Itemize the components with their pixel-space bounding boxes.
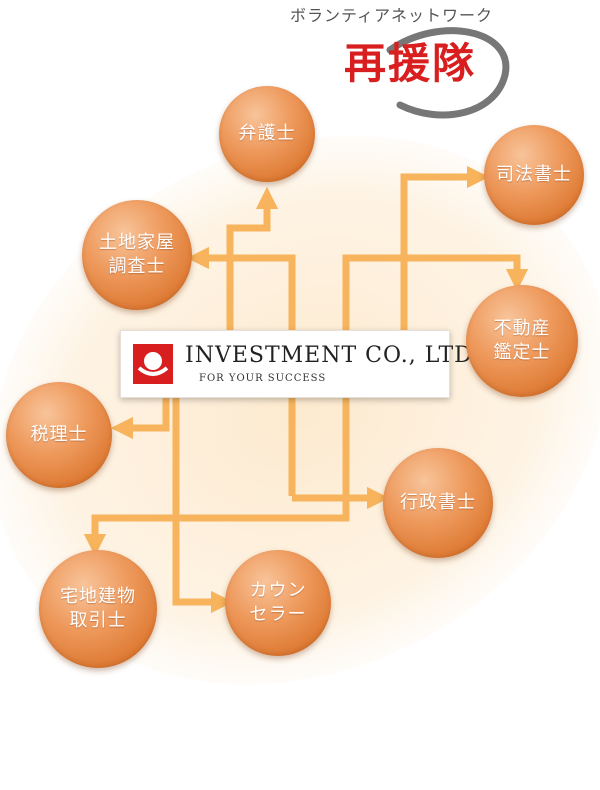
node-label: 土地家屋 調査士 xyxy=(99,232,175,277)
node-land-house-surveyor: 土地家屋 調査士 xyxy=(82,200,192,310)
node-label: 宅地建物 取引士 xyxy=(60,586,136,631)
company-logo-box: INVESTMENT CO., LTD. FOR YOUR SUCCESS xyxy=(120,330,479,398)
brand-logo-text: 再援隊 xyxy=(344,39,477,88)
connector-lines xyxy=(83,165,529,614)
connector-to-lawyer xyxy=(226,186,279,330)
node-real-estate-appraiser: 不動産 鑑定士 xyxy=(466,285,578,397)
node-label: 不動産 鑑定士 xyxy=(493,318,551,363)
node-administrative-scrivener: 行政書士 xyxy=(383,448,493,558)
node-tax-accountant: 税理士 xyxy=(6,382,112,488)
node-label: 弁護士 xyxy=(238,123,296,144)
connector-to-real-estate-broker xyxy=(83,396,350,557)
node-label: 行政書士 xyxy=(400,492,476,513)
connector-to-land-house-surveyor xyxy=(186,246,296,496)
connector-to-judicial-scrivener xyxy=(400,165,490,330)
network-label: ボランティアネットワーク xyxy=(290,6,494,25)
connector-to-counselor xyxy=(172,396,234,614)
node-real-estate-broker: 宅地建物 取引士 xyxy=(39,550,157,668)
brand-swoosh-icon xyxy=(386,27,510,119)
node-counselor: カウン セラー xyxy=(225,550,331,656)
node-lawyer: 弁護士 xyxy=(219,86,315,182)
company-tagline: FOR YOUR SUCCESS xyxy=(199,373,327,384)
node-label: カウン セラー xyxy=(249,580,307,625)
company-logo-icon xyxy=(133,344,173,384)
node-judicial-scrivener: 司法書士 xyxy=(484,125,584,225)
connector-to-tax-accountant xyxy=(110,396,170,440)
node-label: 税理士 xyxy=(30,424,88,445)
node-label: 司法書士 xyxy=(496,164,572,185)
connector-to-real-estate-appraiser xyxy=(342,254,529,330)
company-name: INVESTMENT CO., LTD. xyxy=(185,343,481,368)
